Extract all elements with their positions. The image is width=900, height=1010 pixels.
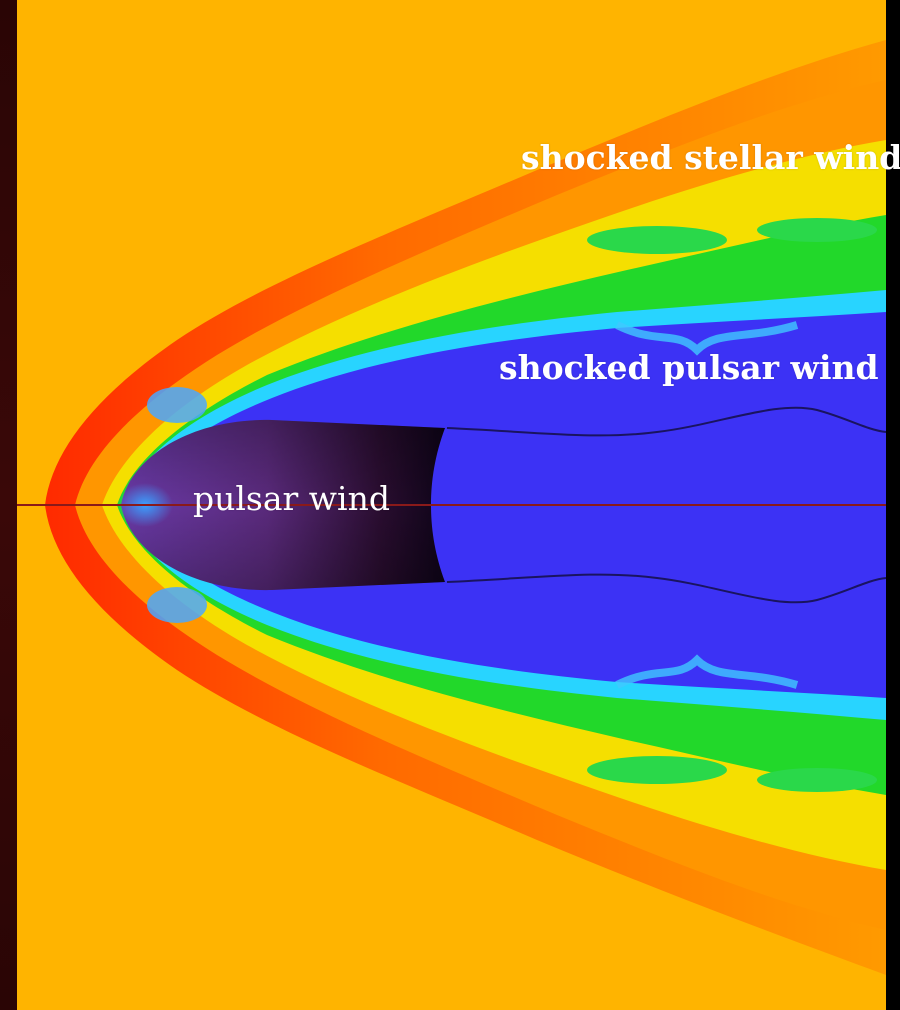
cyan-filament (615, 321, 799, 356)
right-border-strip (886, 0, 900, 1010)
label-shocked-pulsar-wind: shocked pulsar wind (499, 348, 879, 387)
label-pulsar-wind: pulsar wind (193, 479, 390, 518)
green-wisp (587, 756, 727, 784)
inner-channel-boundary (446, 573, 886, 604)
left-border-strip (0, 0, 17, 1010)
green-wisp (587, 226, 727, 254)
green-wisp (757, 768, 877, 792)
simulation-image (17, 0, 886, 1010)
label-shocked-stellar-wind: shocked stellar wind (521, 138, 900, 177)
head-blob (147, 587, 207, 623)
head-blob (147, 387, 207, 423)
green-wisp (757, 218, 877, 242)
inner-channel-boundary (446, 406, 886, 437)
cyan-filament (615, 654, 799, 689)
